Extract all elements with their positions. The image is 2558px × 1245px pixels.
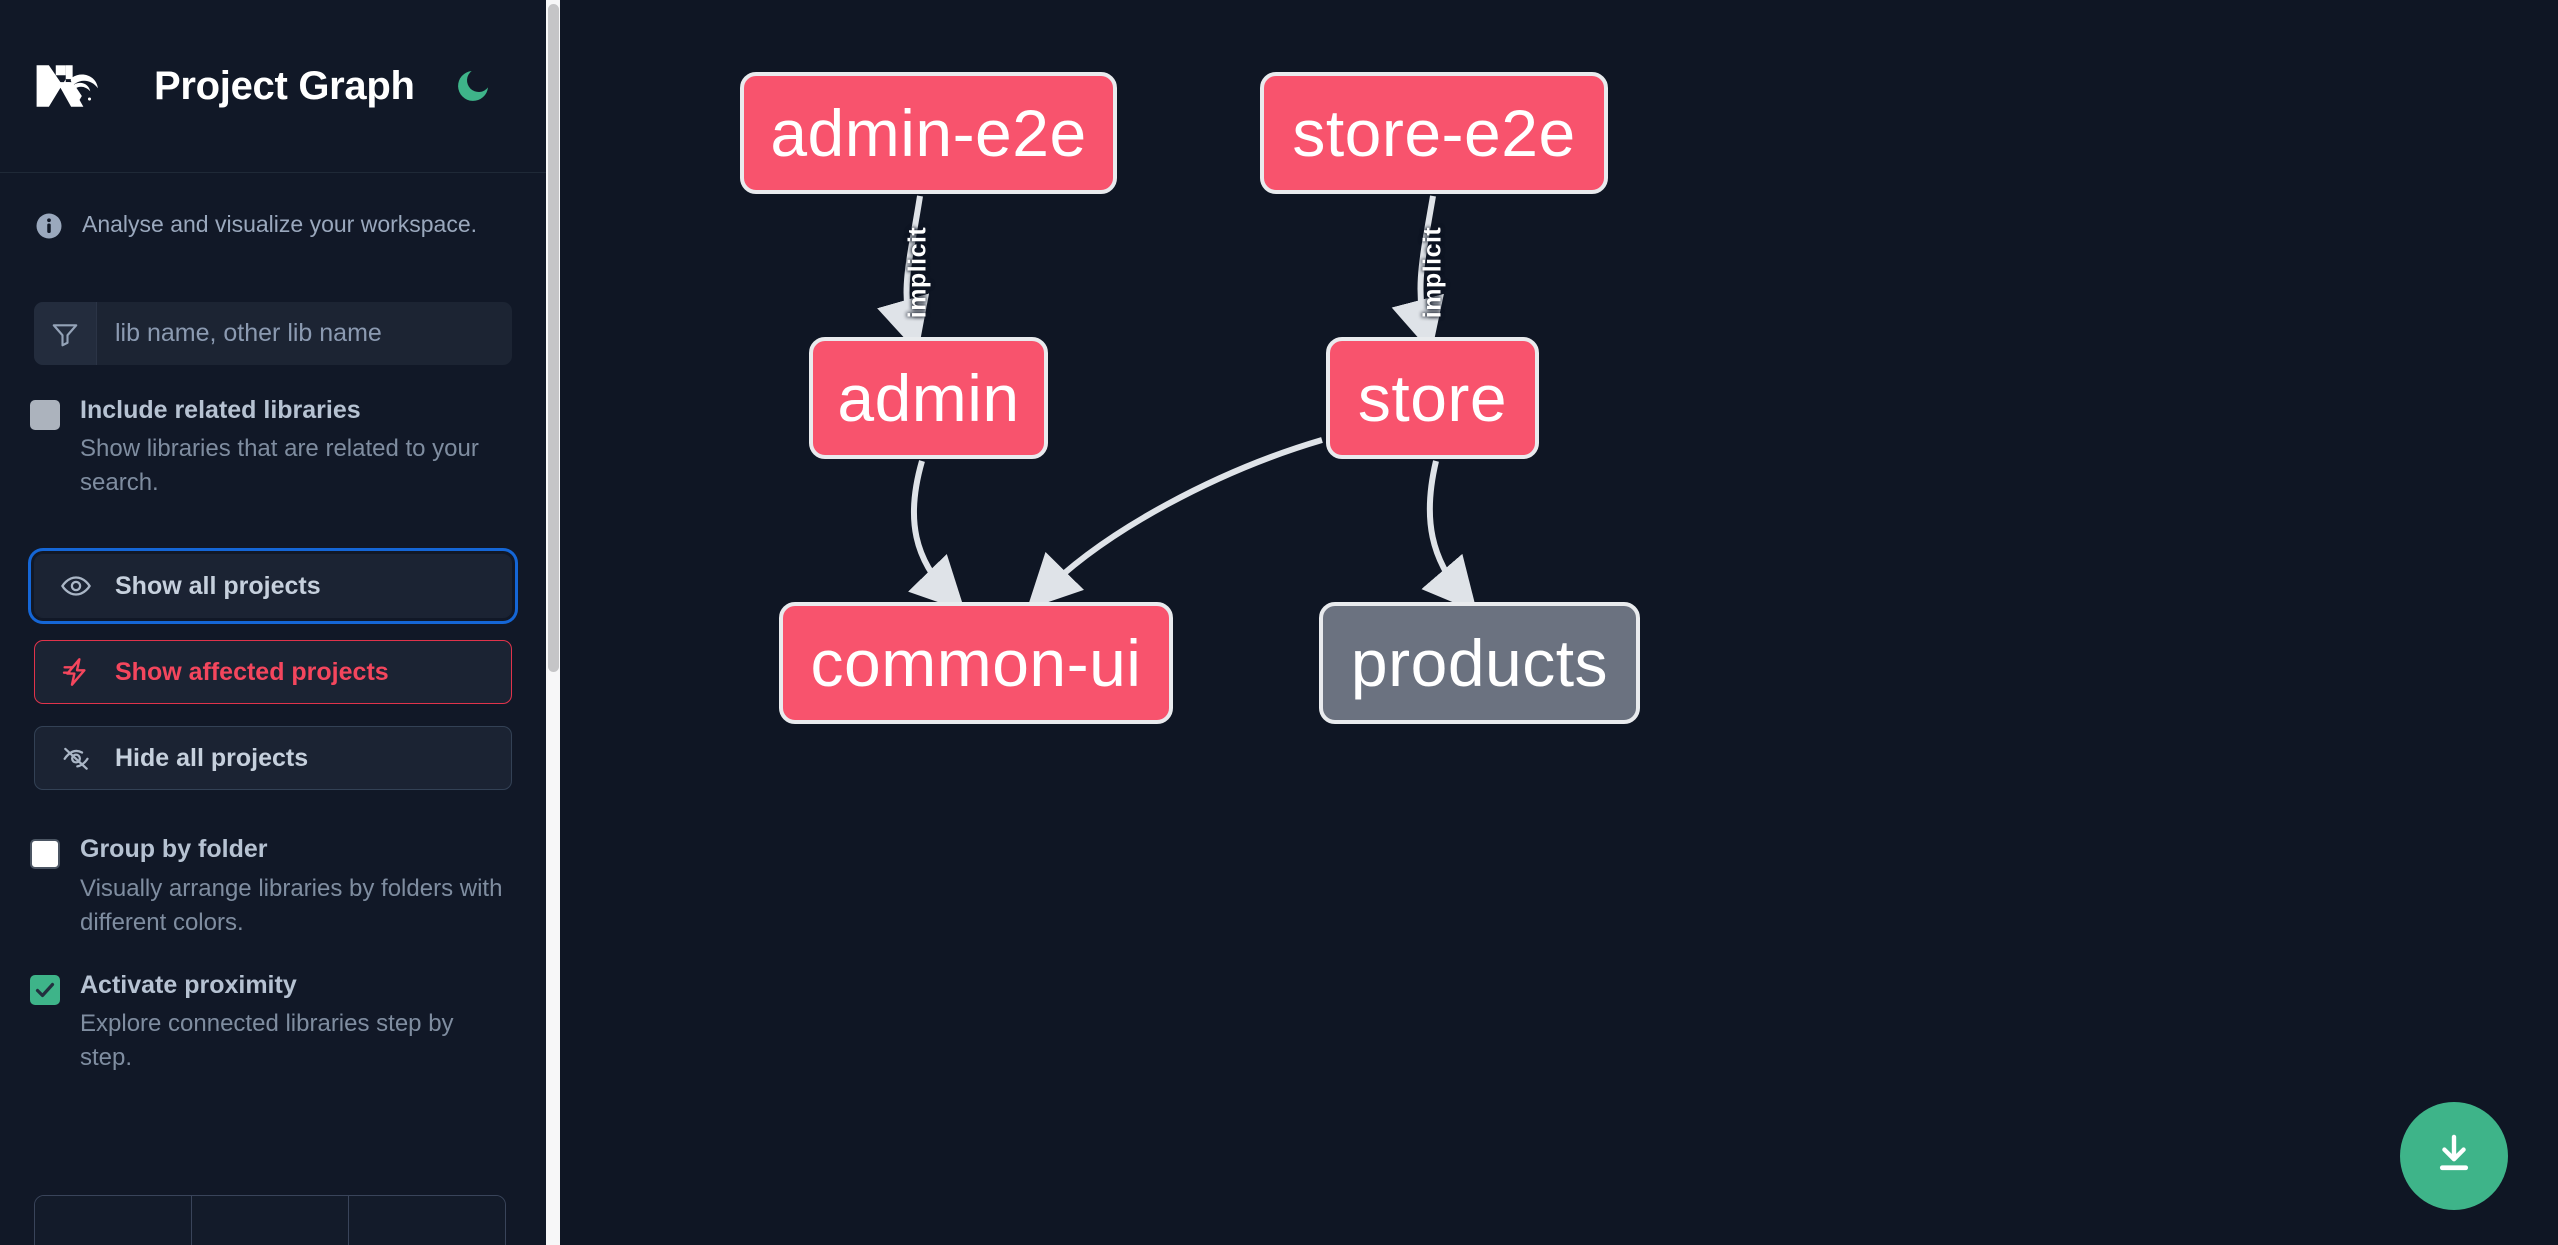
graph-edges bbox=[877, 195, 1478, 613]
sidebar-scrollbar[interactable] bbox=[546, 0, 560, 1245]
sidebar: Project Graph Analyse and visualize your… bbox=[0, 0, 560, 1245]
option-label: Include related libraries bbox=[80, 396, 361, 424]
option-activate-proximity[interactable]: Activate proximity Explore connected lib… bbox=[0, 940, 546, 1075]
eye-icon bbox=[59, 570, 93, 602]
graph-node-store-e2e[interactable]: store-e2e bbox=[1260, 72, 1608, 194]
edge-label-store-e2e-store: implicit bbox=[1418, 226, 1447, 319]
eye-off-icon bbox=[59, 742, 93, 774]
show-affected-projects-button[interactable]: Show affected projects bbox=[34, 640, 512, 705]
segment-1[interactable] bbox=[35, 1196, 192, 1245]
info-icon bbox=[34, 211, 64, 246]
graph-node-admin[interactable]: admin bbox=[809, 337, 1048, 459]
nx-logo-icon bbox=[32, 58, 124, 114]
workspace-note-text: Analyse and visualize your workspace. bbox=[82, 211, 478, 237]
graph-node-products[interactable]: products bbox=[1319, 602, 1640, 724]
node-label: common-ui bbox=[810, 626, 1142, 700]
node-label: admin bbox=[837, 361, 1020, 435]
visibility-button-group: Show all projects Show affected projects bbox=[0, 500, 546, 791]
graph-node-common-ui[interactable]: common-ui bbox=[779, 602, 1173, 724]
show-all-projects-label: Show all projects bbox=[115, 571, 321, 600]
node-label: admin-e2e bbox=[770, 96, 1087, 170]
bottom-segmented-control[interactable] bbox=[34, 1195, 506, 1245]
segment-3[interactable] bbox=[349, 1196, 505, 1245]
download-icon bbox=[2429, 1129, 2479, 1184]
option-group-by-folder[interactable]: Group by folder Visually arrange librari… bbox=[0, 790, 546, 939]
show-all-projects-button[interactable]: Show all projects bbox=[34, 554, 512, 619]
option-label: Group by folder bbox=[80, 835, 268, 864]
option-label: Activate proximity bbox=[80, 970, 297, 999]
checkbox-include-related-libraries[interactable] bbox=[30, 400, 60, 430]
lightning-bolt-icon bbox=[59, 656, 93, 688]
edge-label-admin-e2e-admin: implicit bbox=[903, 226, 932, 319]
download-graph-button[interactable] bbox=[2400, 1102, 2508, 1210]
search-input[interactable] bbox=[97, 302, 512, 365]
search-bar bbox=[34, 302, 512, 365]
graph-node-admin-e2e[interactable]: admin-e2e bbox=[740, 72, 1117, 194]
moon-icon[interactable] bbox=[451, 64, 495, 108]
sidebar-scrollbar-thumb[interactable] bbox=[548, 4, 559, 672]
node-label: store bbox=[1357, 361, 1508, 435]
option-description: Explore connected libraries step by step… bbox=[80, 1010, 454, 1072]
segment-2[interactable] bbox=[192, 1196, 349, 1245]
checkbox-activate-proximity[interactable] bbox=[30, 974, 60, 1005]
checkbox-group-by-folder[interactable] bbox=[30, 839, 60, 870]
graph-node-store[interactable]: store bbox=[1326, 337, 1539, 459]
option-include-related-libraries[interactable]: Include related libraries Show libraries… bbox=[0, 365, 546, 500]
sidebar-header: Project Graph bbox=[0, 0, 546, 173]
graph-canvas[interactable]: admin-e2e store-e2e admin store common-u… bbox=[560, 0, 2558, 1245]
show-affected-projects-label: Show affected projects bbox=[115, 657, 389, 686]
workspace-note: Analyse and visualize your workspace. bbox=[0, 173, 546, 246]
hide-all-projects-label: Hide all projects bbox=[115, 743, 309, 772]
filter-funnel-icon bbox=[34, 302, 97, 365]
app-title: Project Graph bbox=[154, 63, 415, 108]
option-description: Show libraries that are related to your … bbox=[80, 435, 479, 497]
node-label: store-e2e bbox=[1292, 96, 1576, 170]
option-description: Visually arrange libraries by folders wi… bbox=[80, 874, 503, 936]
node-label: products bbox=[1350, 626, 1609, 700]
sidebar-scroll-area: Project Graph Analyse and visualize your… bbox=[0, 0, 546, 1245]
hide-all-projects-button[interactable]: Hide all projects bbox=[34, 726, 512, 791]
